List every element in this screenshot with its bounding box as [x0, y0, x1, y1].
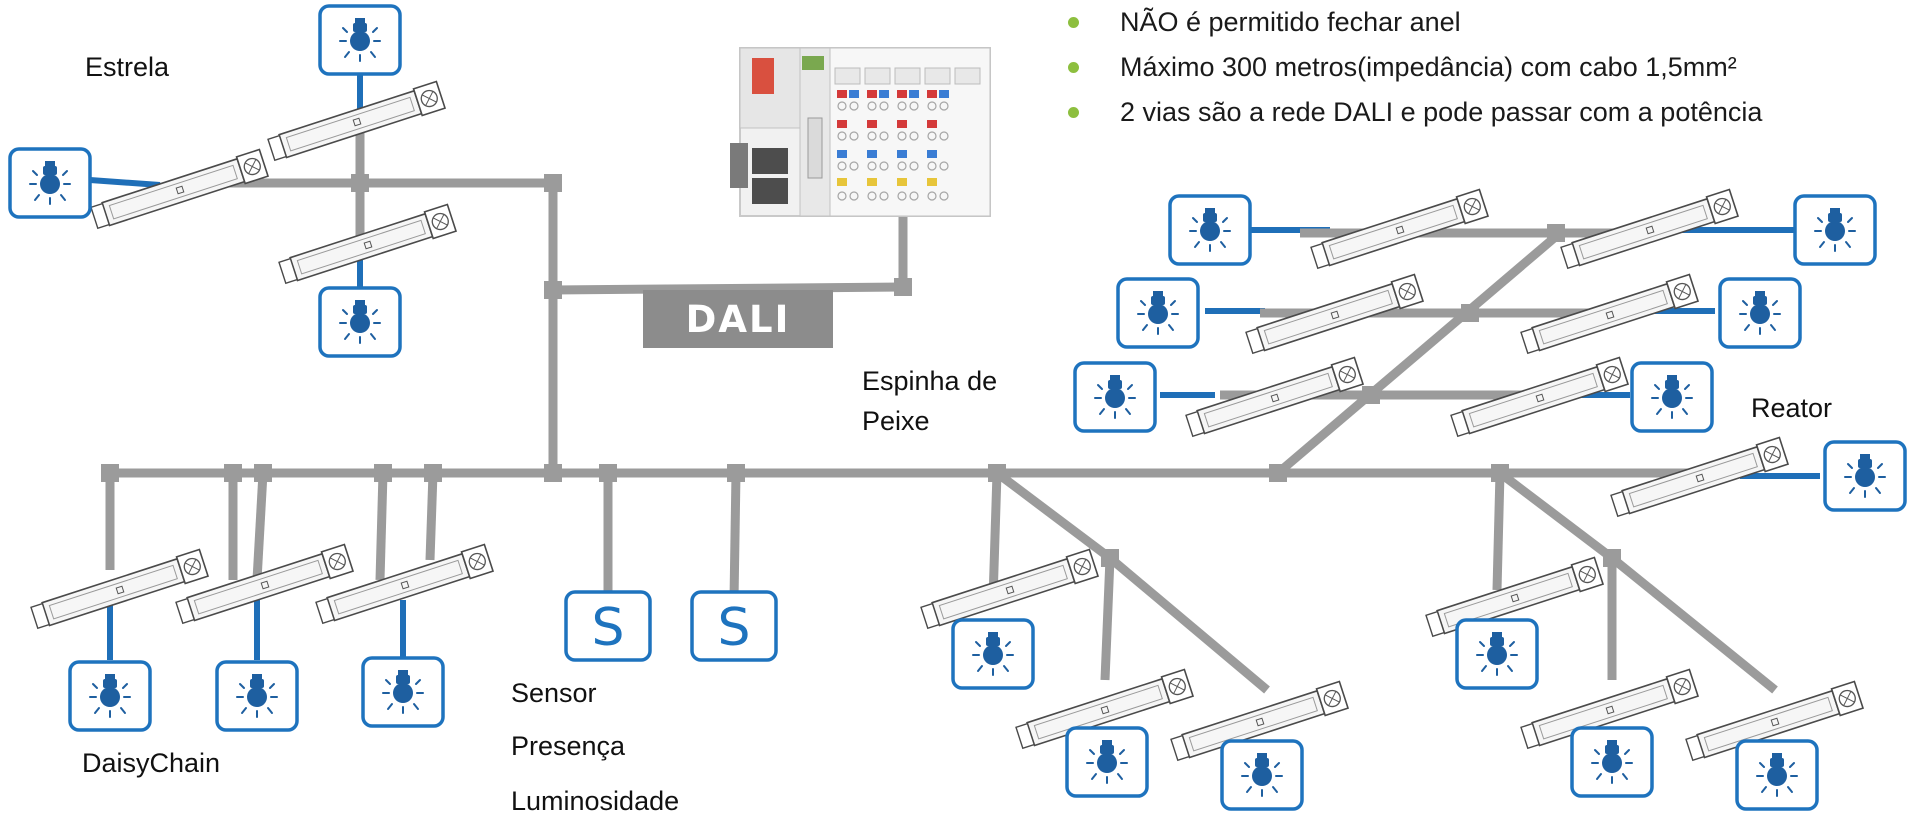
note-text: 2 vias são a rede DALI e pode passar com…	[1120, 97, 1763, 127]
sensor-icon: S	[690, 590, 778, 662]
bus-junctions	[101, 174, 1621, 567]
label-luminosidade: Luminosidade	[511, 786, 680, 816]
note-text: Máximo 300 metros(impedância) com cabo 1…	[1120, 52, 1737, 82]
light-bulb-icon	[1823, 440, 1907, 512]
dali-bus-label: DALI	[643, 290, 833, 348]
bullet-icon	[1068, 62, 1079, 73]
sensor-symbol: S	[591, 598, 624, 658]
label-estrela: Estrela	[85, 52, 170, 82]
label-sensor: Sensor	[511, 678, 597, 708]
ballast-icon	[277, 203, 457, 287]
light-bulb-icon	[8, 147, 92, 219]
note-item: 2 vias são a rede DALI e pode passar com…	[1062, 96, 1762, 141]
note-item: NÃO é permitido fechar anel	[1062, 6, 1762, 51]
dali-bus	[105, 110, 1778, 694]
light-bulb-icon	[1065, 726, 1149, 798]
label-reator: Reator	[1751, 393, 1833, 423]
light-bulb-icon	[361, 656, 445, 728]
ballast-icon	[89, 148, 269, 232]
light-bulb-icon	[1168, 194, 1252, 266]
light-bulb-icon	[318, 286, 402, 358]
bullet-icon	[1068, 17, 1079, 28]
label-presenca: Presença	[511, 731, 626, 761]
notes-list: NÃO é permitido fechar anel Máximo 300 m…	[1062, 6, 1762, 141]
light-bulb-icon	[215, 660, 299, 732]
light-bulb-icon	[1630, 361, 1714, 433]
light-bulb-icon	[1718, 277, 1802, 349]
label-espinha-line1: Espinha de	[862, 366, 998, 396]
light-bulb-icon	[1570, 726, 1654, 798]
sensors: S S	[564, 590, 778, 662]
light-bulb-icon	[1116, 277, 1200, 349]
note-text: NÃO é permitido fechar anel	[1120, 7, 1461, 37]
sensor-icon: S	[564, 590, 652, 662]
note-item: Máximo 300 metros(impedância) com cabo 1…	[1062, 51, 1762, 96]
light-bulb-icon	[1073, 361, 1157, 433]
dali-label-text: DALI	[686, 298, 791, 341]
light-bulb-icon	[1793, 194, 1877, 266]
light-bulb-icon	[318, 4, 402, 76]
light-bulb-icon	[1455, 618, 1539, 690]
light-bulb-icon	[1220, 739, 1304, 811]
label-daisychain: DaisyChain	[82, 748, 221, 778]
light-bulb-icon	[951, 618, 1035, 690]
label-espinha-line2: Peixe	[862, 406, 930, 436]
sensor-symbol: S	[717, 598, 750, 658]
plc-controller-icon	[730, 47, 991, 217]
light-bulb-icon	[68, 660, 152, 732]
bullet-icon	[1068, 107, 1079, 118]
light-bulb-icon	[1735, 739, 1819, 811]
